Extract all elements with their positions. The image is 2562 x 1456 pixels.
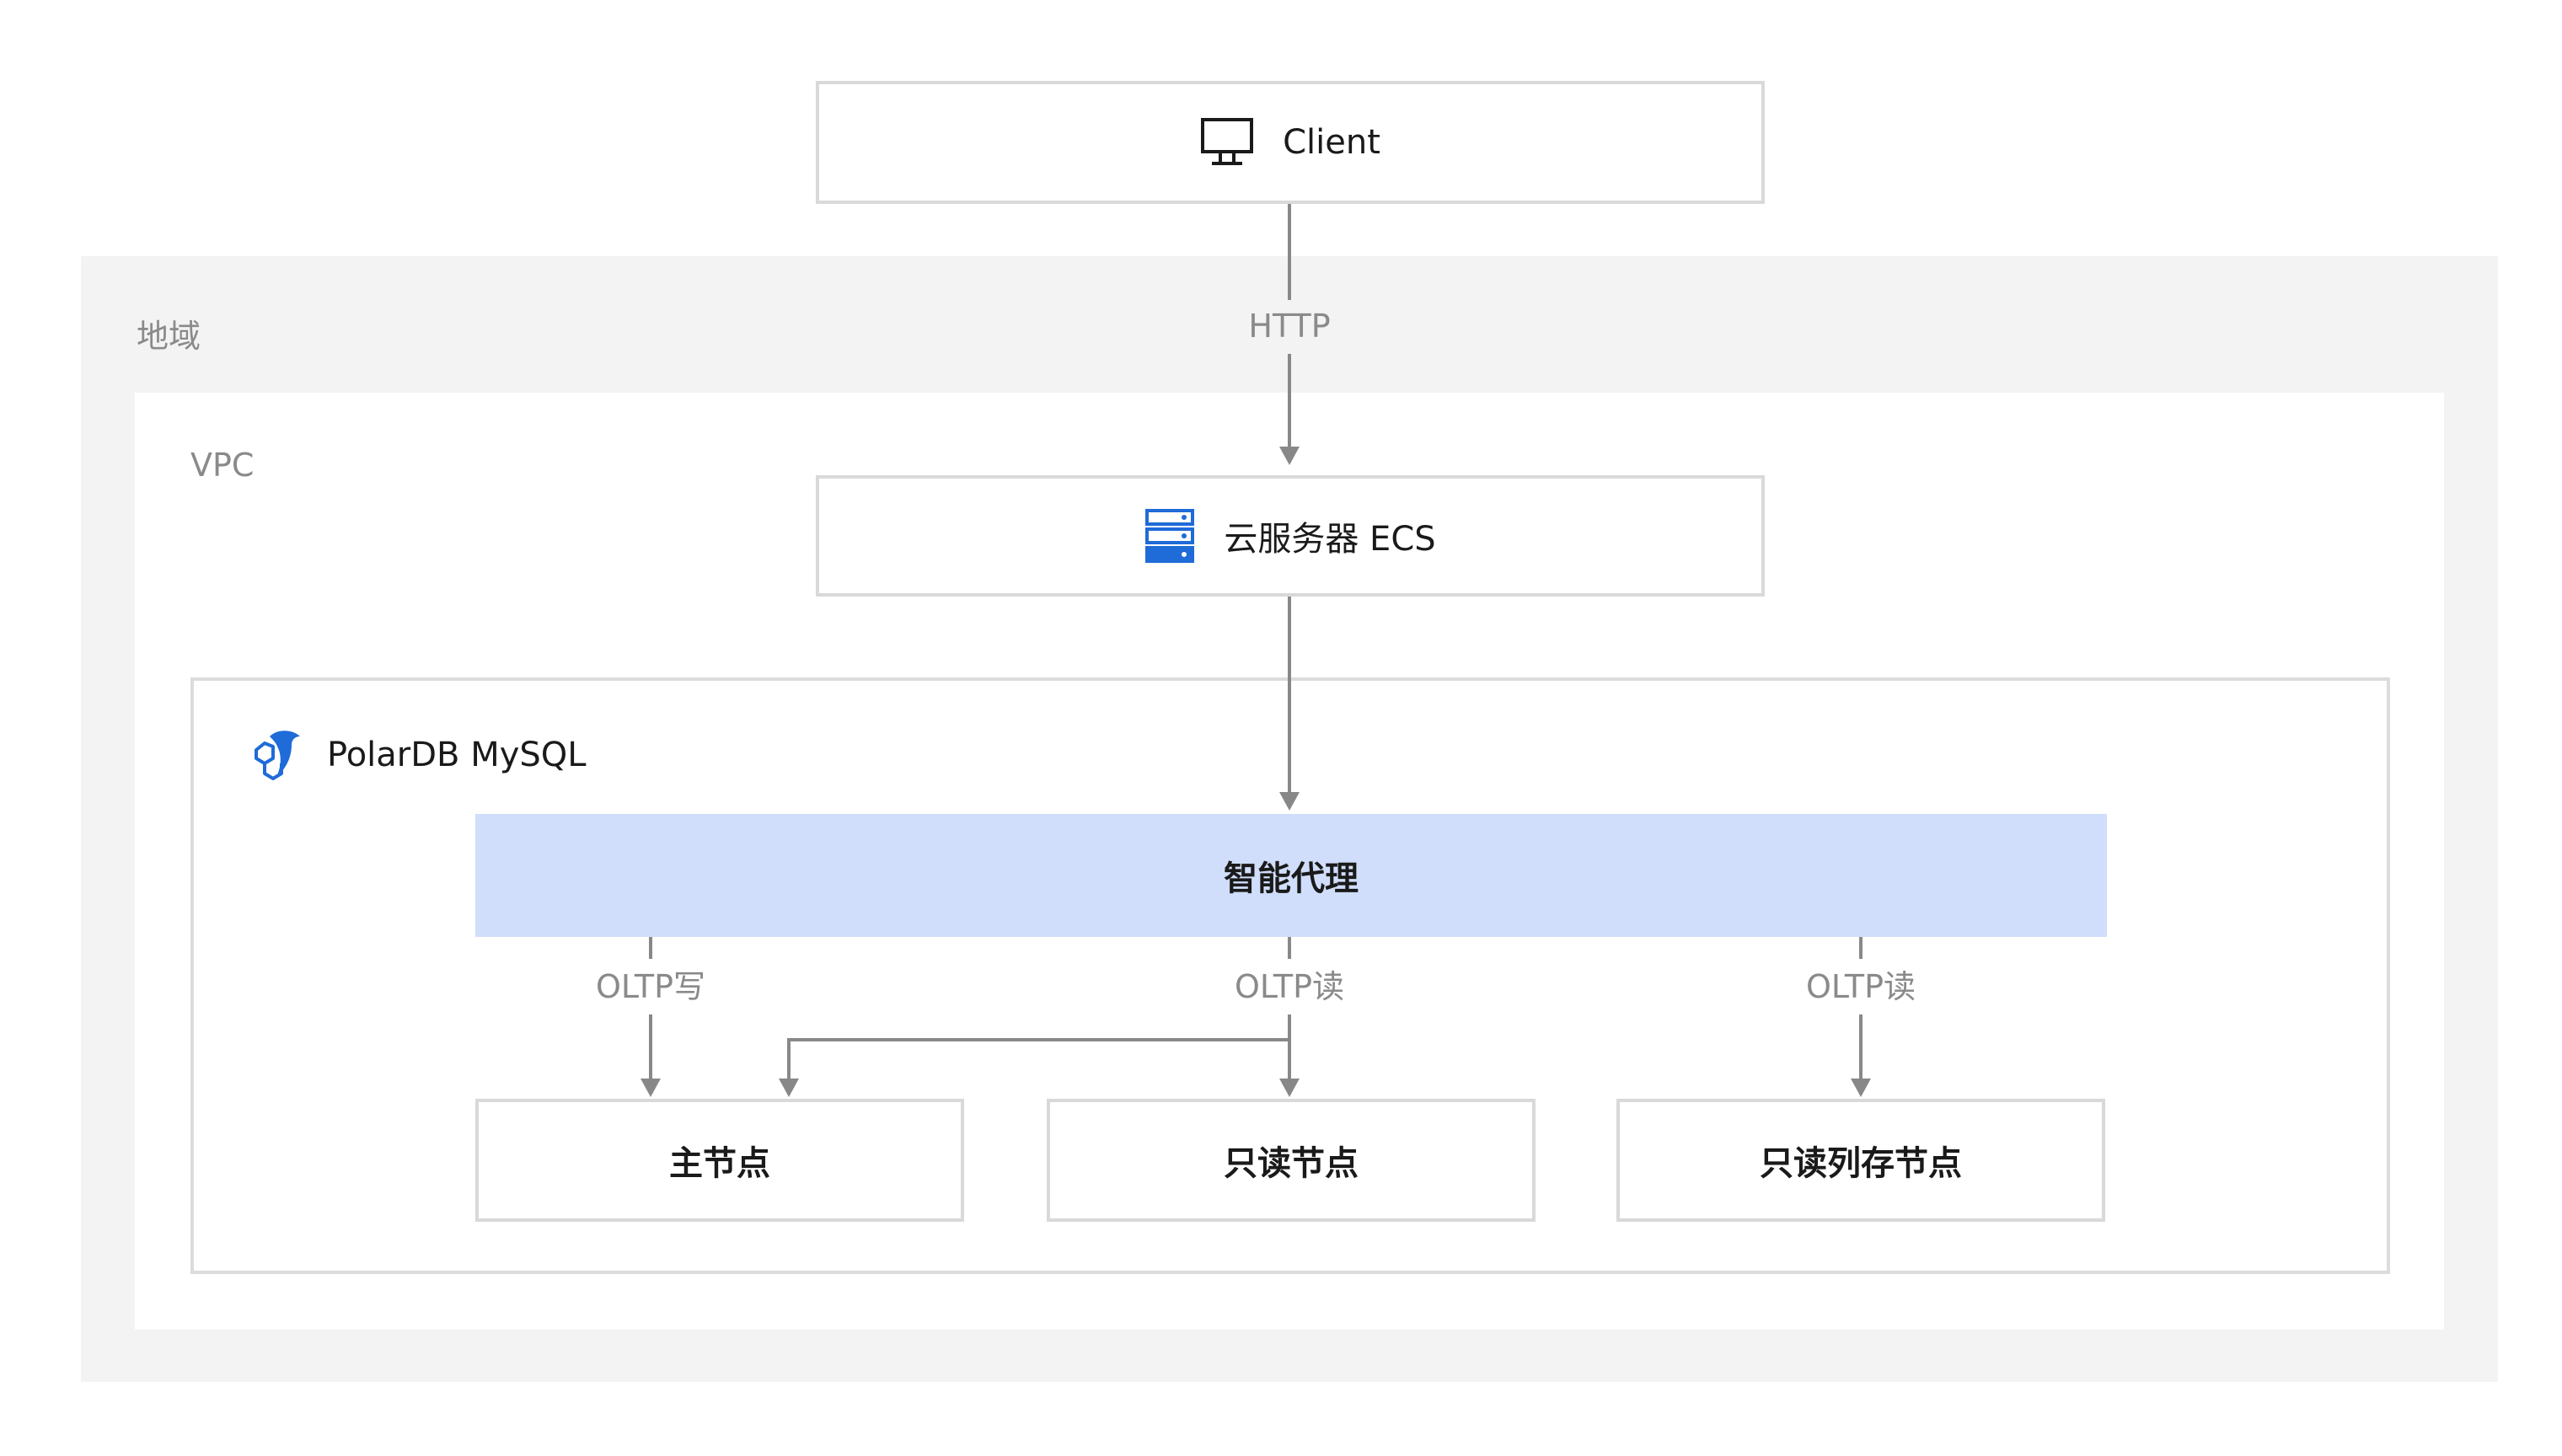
arrowhead-primary-write [640, 1079, 661, 1097]
flow-label-oltp-read-2: OLTP读 [1803, 967, 1919, 1006]
arrowhead-column [1851, 1079, 1871, 1097]
smart-proxy-box: 智能代理 [475, 814, 2107, 937]
smart-proxy-label: 智能代理 [1224, 859, 1359, 898]
region-label: 地域 [137, 318, 201, 355]
vpc-label: VPC [190, 447, 255, 484]
primary-node-box: 主节点 [475, 1099, 964, 1222]
polardb-logo-icon [255, 731, 300, 780]
arrowhead-ecs [1279, 447, 1300, 465]
client-label: Client [1283, 123, 1380, 162]
polardb-title: PolarDB MySQL [244, 725, 587, 785]
arrowhead-proxy [1279, 792, 1300, 811]
primary-node-label: 主节点 [669, 1144, 770, 1183]
read-only-column-node-box: 只读列存节点 [1616, 1099, 2105, 1222]
arrow-read1-to-primary [787, 1038, 1289, 1084]
arrowhead-primary-read [779, 1079, 799, 1097]
flow-label-oltp-write: OLTP写 [592, 967, 709, 1006]
ecs-label: 云服务器 ECS [1224, 520, 1436, 559]
read-only-node-label: 只读节点 [1224, 1144, 1359, 1183]
read-only-column-node-label: 只读列存节点 [1760, 1144, 1962, 1183]
polardb-label: PolarDB MySQL [327, 736, 587, 774]
arrowhead-readonly [1279, 1079, 1300, 1097]
read-only-node-box: 只读节点 [1047, 1099, 1536, 1222]
monitor-icon [1200, 117, 1254, 168]
ecs-box: 云服务器 ECS [816, 475, 1765, 597]
client-box: Client [816, 81, 1765, 204]
flow-label-http: HTTP [1245, 307, 1334, 345]
flow-label-oltp-read-1: OLTP读 [1231, 967, 1348, 1006]
server-icon [1144, 508, 1195, 564]
